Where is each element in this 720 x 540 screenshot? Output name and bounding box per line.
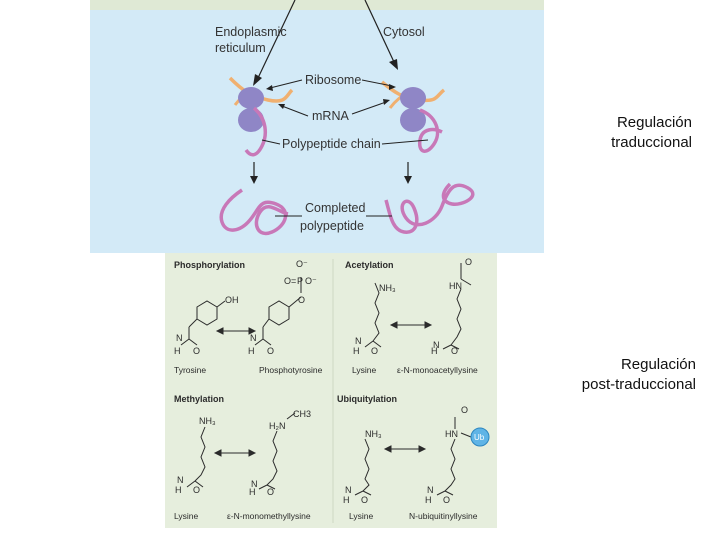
acetyl-lysine-n: N [355, 336, 362, 346]
methyl-lysine-nh3: NH₃ [199, 416, 216, 426]
ubiquitinyllysine-bb-o: O [443, 495, 450, 505]
ubiquityl-lysine-structure [354, 438, 372, 496]
er-arrow-head [253, 74, 262, 86]
tyrosine-o: O [193, 346, 200, 356]
left-ribosome-complex [228, 76, 294, 157]
methyllysine-ch3: CH3 [293, 409, 311, 419]
phosphotyrosine-n: N [250, 333, 257, 343]
label-cytosol: Cytosol [383, 25, 425, 39]
translational-line2: traduccional [611, 134, 692, 151]
phospho-o-bottom: O [298, 295, 305, 305]
name-methyllysine: ε-N-monomethyllysine [227, 511, 311, 521]
label-completed-line1: Completed [305, 201, 365, 215]
phosphotyrosine-structure [254, 277, 302, 346]
ubiquitinyllysine-structure [436, 417, 472, 496]
tyrosine-h: H [174, 346, 181, 356]
name-ubiquitinyllysine: N-ubiquitinyllysine [409, 511, 478, 521]
post-translational-line2: post-traduccional [581, 376, 696, 393]
right-ribosome-complex [380, 80, 446, 153]
phospho-o-eq: O= [284, 276, 296, 286]
methyllysine-o: O [267, 487, 274, 497]
title-ubiquitylation: Ubiquitylation [337, 394, 397, 404]
tyrosine-structure [180, 300, 226, 346]
acetyl-lysine-nh3: NH₃ [379, 283, 396, 293]
translation-diagram: Endoplasmic reticulum Cytosol Ribosome m… [215, 0, 475, 236]
acetyl-lysine-h: H [353, 346, 360, 356]
left-ribosome-large [238, 108, 264, 132]
modifications-panel [165, 253, 497, 528]
name-lysine-acetyl: Lysine [352, 365, 377, 375]
post-translational-line1: Regulación [620, 356, 696, 373]
title-phosphorylation: Phosphorylation [174, 260, 245, 270]
title-acetylation: Acetylation [345, 260, 394, 270]
acetyl-lysine-structure [364, 282, 382, 348]
acetyl-lysine-o: O [371, 346, 378, 356]
left-ribosome-small [238, 87, 264, 109]
right-completed-polypeptide [384, 182, 475, 234]
tyrosine-n: N [176, 333, 183, 343]
phospho-p: P [297, 276, 303, 286]
methyllysine-structure [258, 412, 296, 490]
acetyllysine-h: H [431, 346, 438, 356]
label-completed-line2: polypeptide [300, 219, 364, 233]
ubiquitin-circle [470, 427, 490, 447]
ubiquityl-lysine-o: O [361, 495, 368, 505]
title-methylation: Methylation [174, 394, 224, 404]
ubiquityl-lysine-h: H [343, 495, 350, 505]
phosphotyrosine-o: O [267, 346, 274, 356]
ubiquityl-lysine-n: N [345, 485, 352, 495]
name-tyrosine: Tyrosine [174, 365, 206, 375]
methyl-lysine-o: O [193, 485, 200, 495]
translational-regulation-label: Regulación traduccional [560, 113, 692, 153]
tyrosine-oh: OH [225, 295, 239, 305]
translational-line1: Regulación [616, 114, 692, 131]
acetyllysine-o: O [465, 257, 472, 267]
methyl-lysine-n: N [177, 475, 184, 485]
acetylation-arrow [389, 321, 433, 329]
ubiquitin-label: Ub [474, 433, 485, 442]
modifications-diagram: Phosphorylation Acetylation Methylation … [174, 257, 490, 523]
methyllysine-h2n: H₂N [269, 421, 286, 431]
acetyllysine-bb-o: O [451, 346, 458, 356]
right-ribosome-large [400, 108, 426, 132]
left-mrna [228, 76, 294, 103]
acetyllysine-hn: HN [449, 281, 462, 291]
acetyllysine-n: N [433, 340, 440, 350]
name-phosphotyrosine: Phosphotyrosine [259, 365, 323, 375]
cytosol-arrow [364, 0, 395, 63]
methyl-lysine-structure [186, 426, 206, 488]
label-ribosome: Ribosome [305, 73, 361, 87]
label-er-line1: Endoplasmic [215, 25, 287, 39]
ubiquitinyllysine-o: O [461, 405, 468, 415]
methyl-lysine-h: H [175, 485, 182, 495]
phospho-o-minus-top: O⁻ [296, 259, 308, 269]
label-polypeptide-chain: Polypeptide chain [282, 137, 381, 151]
ubiquityl-lysine-nh3: NH₃ [365, 429, 382, 439]
ubiquitylation-arrow [383, 445, 427, 453]
name-lysine-methyl: Lysine [174, 511, 199, 521]
methylation-arrow [213, 449, 257, 457]
label-mrna: mRNA [312, 109, 349, 123]
cytosol-arrow-head [389, 59, 398, 70]
ubiquitinyllysine-n: N [427, 485, 434, 495]
methyllysine-h: H [249, 487, 256, 497]
phosphorylation-arrow [215, 327, 257, 335]
left-nascent-chain [244, 106, 268, 157]
label-er-line2: reticulum [215, 41, 266, 55]
phosphotyrosine-h: H [248, 346, 255, 356]
name-lysine-ubiquityl: Lysine [349, 511, 374, 521]
right-nascent-chain [417, 108, 443, 153]
acetyllysine-structure [442, 263, 472, 350]
post-translational-regulation-label: Regulación post-traduccional [520, 355, 696, 395]
left-completed-polypeptide [219, 188, 289, 236]
ubiquitinyllysine-hn: HN [445, 429, 458, 439]
panel-top-strip [90, 0, 544, 10]
right-ribosome-small [400, 87, 426, 109]
name-acetyllysine: ε-N-monoacetyllysine [397, 365, 478, 375]
methyllysine-n: N [251, 479, 258, 489]
er-arrow [257, 0, 296, 79]
phospho-o-minus-right: O⁻ [305, 276, 317, 286]
ubiquitinyllysine-h: H [425, 495, 432, 505]
translation-diagram-panel [90, 0, 544, 253]
